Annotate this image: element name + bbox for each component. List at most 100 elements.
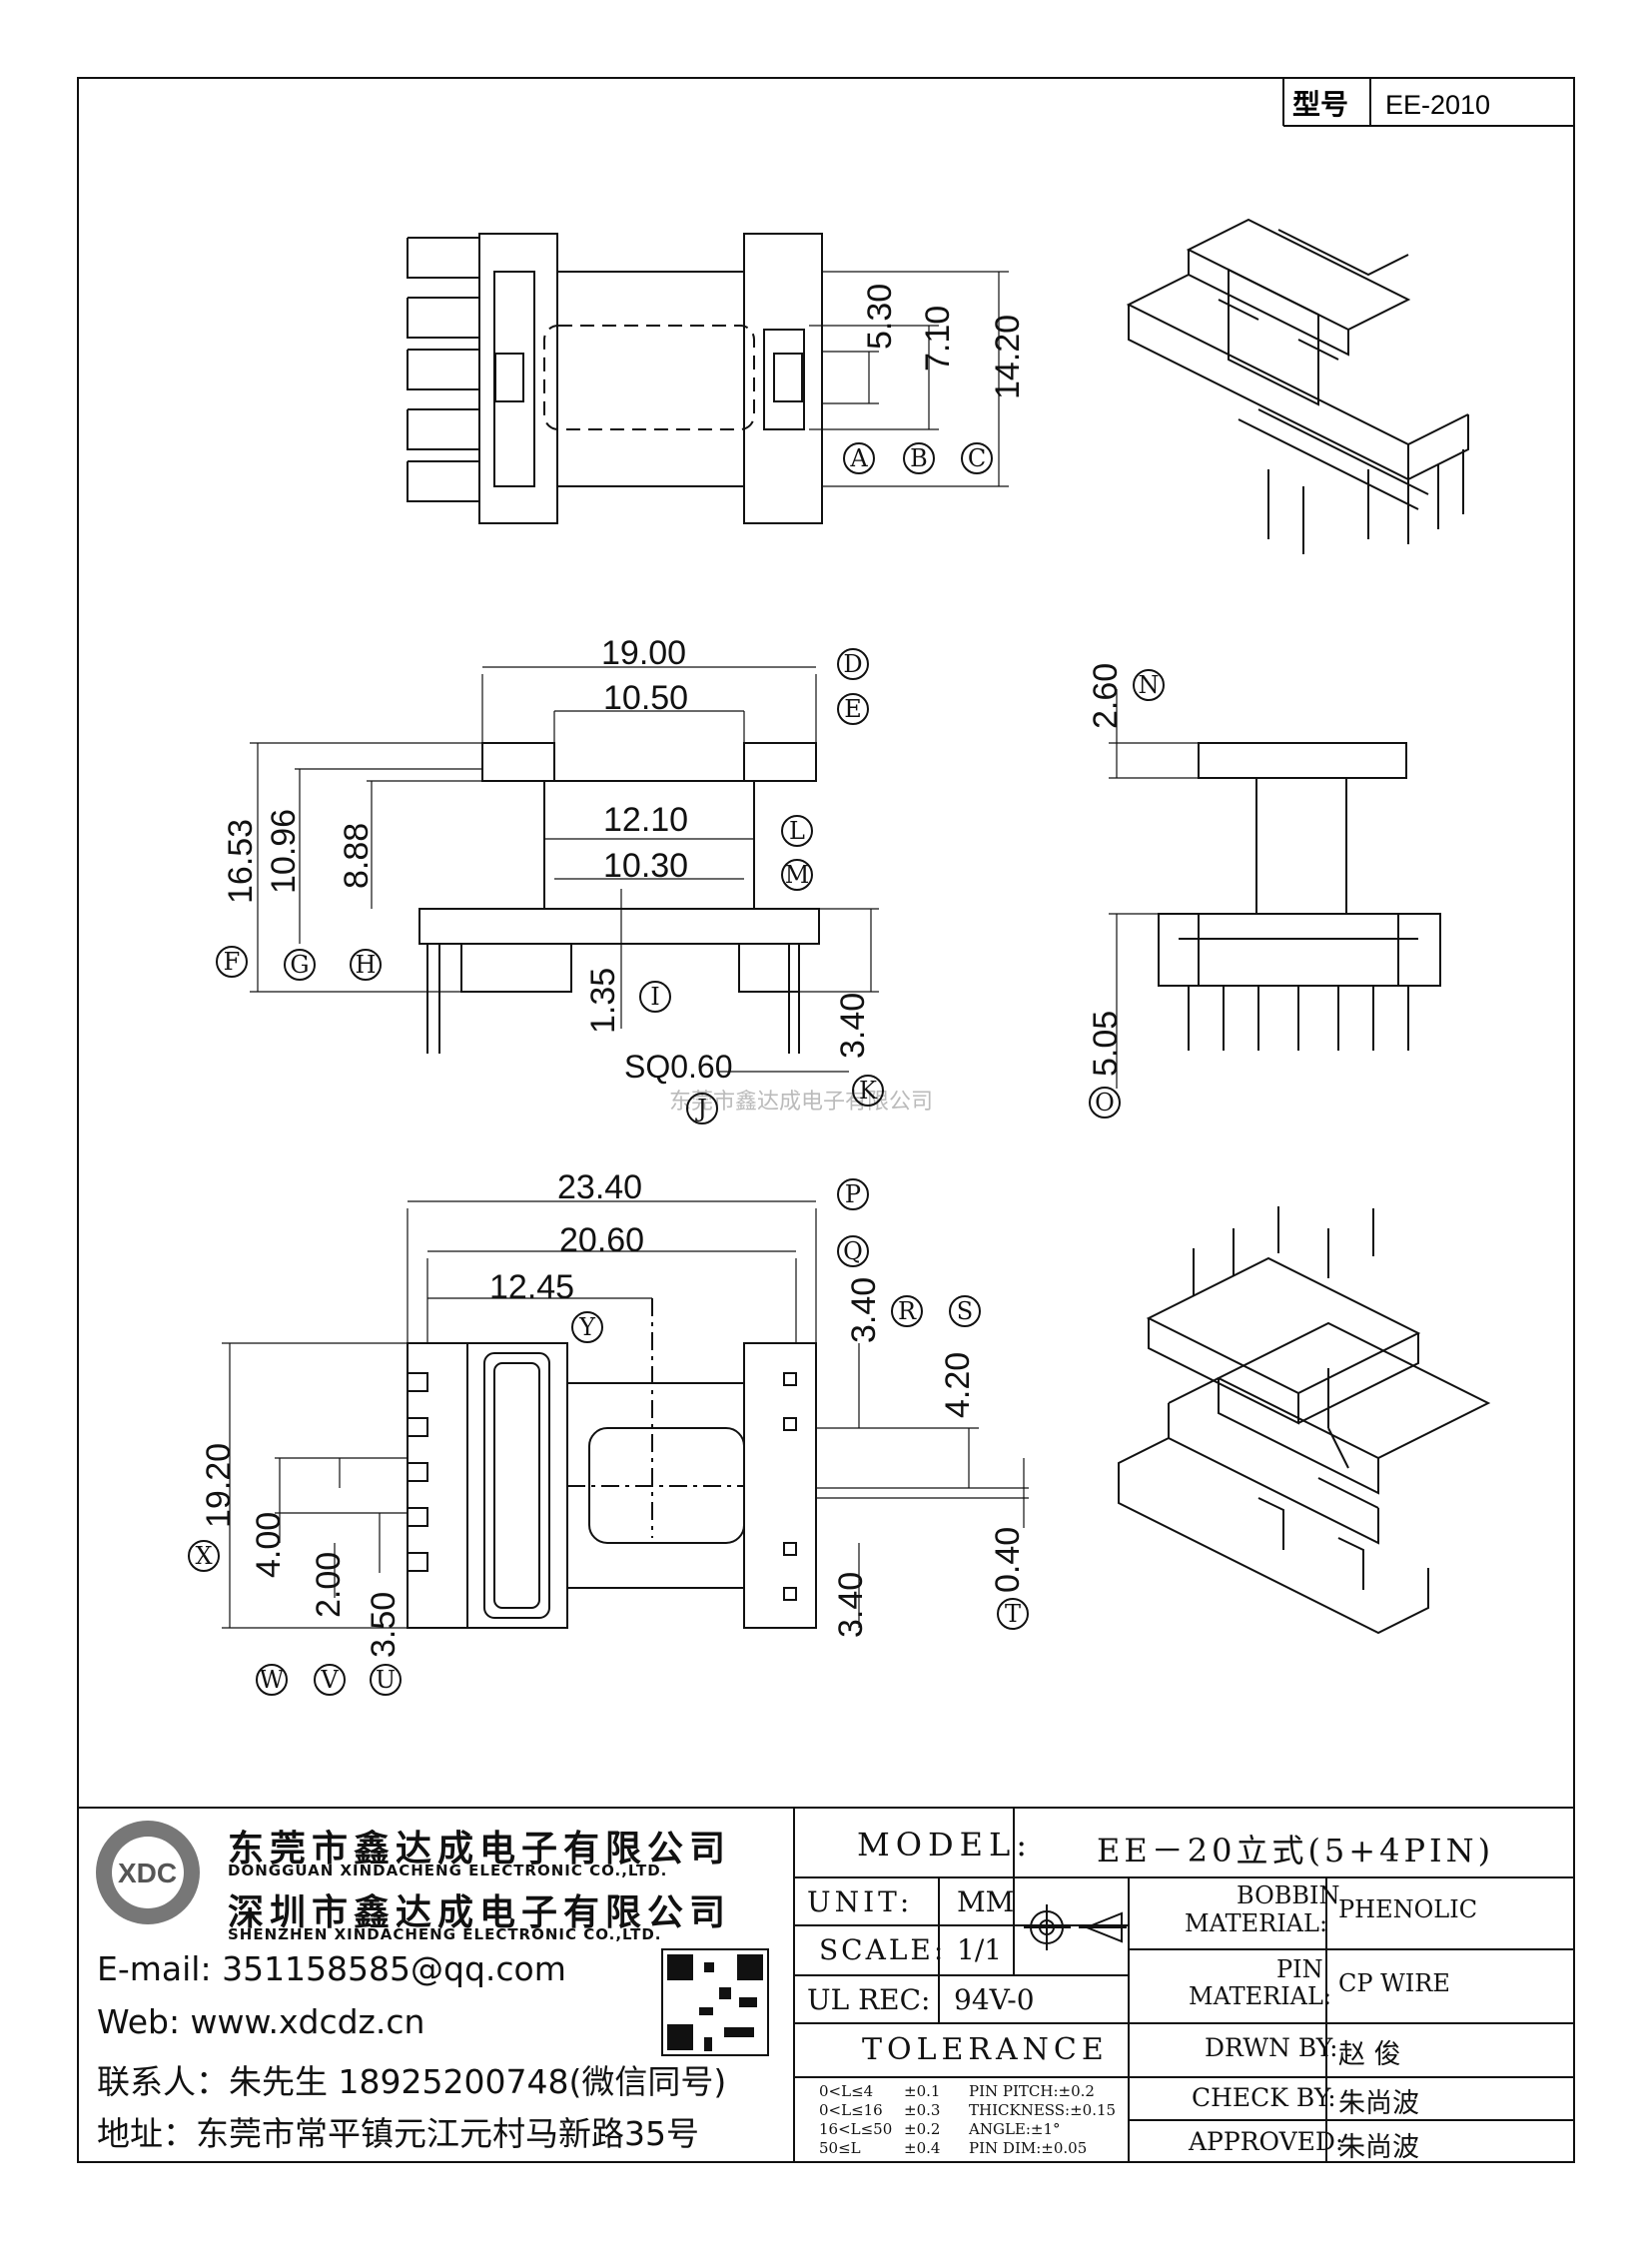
dim-20-60: 20.60 <box>559 1221 645 1259</box>
marker-v: V <box>314 1664 346 1696</box>
scale-value: 1/1 <box>957 1933 1003 1966</box>
tol-note: ANGLE:±1° <box>969 2120 1061 2138</box>
company-address: 地址：东莞市常平镇元江元村马新路35号 <box>97 2114 699 2153</box>
model-value: EE－20立式(5+4PIN) <box>1097 1832 1495 1869</box>
dim-3-50: 3.50 <box>365 1591 403 1658</box>
ulrec-label: UL REC: <box>807 1983 931 2016</box>
pin-label-1: PIN <box>1276 1955 1323 1983</box>
side-view <box>1109 689 1441 1089</box>
tol-value: ±0.1 <box>904 2082 941 2100</box>
model-header-label: 型号 <box>1292 89 1348 120</box>
model-label: MODEL: <box>857 1826 1034 1864</box>
tol-value: ±0.3 <box>904 2101 941 2119</box>
marker-h: H <box>350 949 382 981</box>
tol-note: PIN PITCH:±0.2 <box>969 2082 1095 2100</box>
svg-text:XDC: XDC <box>118 1858 177 1888</box>
dim-4-20: 4.20 <box>939 1351 977 1418</box>
dim-3-40-top: 3.40 <box>845 1276 883 1343</box>
dim-2-00: 2.00 <box>310 1551 348 1618</box>
marker-n: N <box>1133 669 1165 701</box>
tolerance-label: TOLERANCE <box>862 2032 1109 2067</box>
unit-label: UNIT: <box>807 1885 914 1918</box>
scale-label: SCALE: <box>819 1933 947 1966</box>
marker-g: G <box>284 949 316 981</box>
tol-note: THICKNESS:±0.15 <box>969 2101 1117 2119</box>
dim-0-40: 0.40 <box>989 1526 1027 1593</box>
tol-range: 0<L≤16 <box>819 2101 883 2119</box>
qr-code <box>661 1948 769 2056</box>
marker-p: P <box>837 1178 869 1210</box>
company-web: Web: www.xdcdz.cn <box>97 2002 425 2041</box>
marker-y: Y <box>571 1311 603 1343</box>
marker-k: K <box>852 1075 884 1107</box>
drawn-label: DRWN BY: <box>1205 2033 1338 2062</box>
bottom-view <box>222 1200 1029 1629</box>
marker-s: S <box>949 1295 981 1327</box>
dim-sq0-60: SQ0.60 <box>624 1049 733 1085</box>
company-logo: XDC <box>96 1821 200 1924</box>
marker-q: Q <box>837 1235 869 1267</box>
tol-value: ±0.4 <box>904 2139 941 2157</box>
company-name-dongguan-en: DONGGUAN XINDACHENG ELECTRONIC CO.,LTD. <box>228 1862 668 1879</box>
dim-2-60: 2.60 <box>1087 662 1125 729</box>
dim-19-20: 19.20 <box>200 1442 238 1528</box>
marker-j: J <box>686 1093 718 1124</box>
dim-5-30: 5.30 <box>861 283 899 350</box>
dim-1-35: 1.35 <box>584 967 622 1034</box>
dim-5-05: 5.05 <box>1087 1010 1125 1077</box>
company-name-dongguan: 东莞市鑫达成电子有限公司 <box>228 1829 732 1869</box>
marker-a: A <box>843 442 875 474</box>
ulrec-value: 94V-0 <box>954 1983 1035 2016</box>
isometric-view-top <box>1126 218 1469 554</box>
marker-f: F <box>216 946 248 978</box>
marker-c: C <box>961 442 993 474</box>
dim-14-20: 14.20 <box>989 314 1027 399</box>
tol-value: ±0.2 <box>904 2120 941 2138</box>
marker-b: B <box>903 442 935 474</box>
marker-x: X <box>188 1540 220 1572</box>
marker-u: U <box>370 1664 402 1696</box>
top-view <box>407 233 1009 524</box>
pin-label-2: MATERIAL: <box>1189 1982 1332 2010</box>
company-email: E-mail: 351158585@qq.com <box>97 1949 566 1988</box>
approved-value: 朱尚波 <box>1338 2132 1419 2163</box>
check-label: CHECK BY: <box>1192 2083 1336 2112</box>
company-contact: 联系人：朱先生 18925200748(微信同号) <box>97 2062 727 2101</box>
dim-12-10: 12.10 <box>603 801 689 839</box>
marker-o: O <box>1089 1087 1121 1119</box>
isometric-view-bottom <box>1118 1206 1491 1635</box>
dim-7-10: 7.10 <box>919 305 957 372</box>
model-header-value: EE-2010 <box>1385 90 1490 120</box>
tol-note: PIN DIM:±0.05 <box>969 2139 1088 2157</box>
dim-10-30: 10.30 <box>603 847 689 885</box>
dim-3-40-bottom: 3.40 <box>832 1571 870 1638</box>
marker-m: M <box>781 859 813 891</box>
bobbin-label-2: MATERIAL: <box>1185 1909 1328 1937</box>
tol-range: 0<L≤4 <box>819 2082 874 2100</box>
dim-12-45: 12.45 <box>489 1268 575 1306</box>
bobbin-value: PHENOLIC <box>1338 1895 1478 1923</box>
marker-d: D <box>837 648 869 680</box>
front-view <box>250 666 879 1073</box>
sheet-border <box>77 77 1575 2163</box>
tol-range: 16<L≤50 <box>819 2120 893 2138</box>
title-block-grid <box>78 1807 1574 2162</box>
dim-16-53: 16.53 <box>222 818 260 904</box>
tol-range: 50≤L <box>819 2139 861 2157</box>
model-header-box <box>1282 78 1574 127</box>
dim-3-40: 3.40 <box>834 992 872 1059</box>
dim-10-50: 10.50 <box>603 679 689 717</box>
marker-w: W <box>256 1664 288 1696</box>
marker-i: I <box>639 981 671 1013</box>
marker-r: R <box>891 1295 923 1327</box>
projection-symbol-icon <box>1024 1904 1127 1950</box>
drawn-value: 赵 俊 <box>1338 2039 1401 2070</box>
approved-label: APPROVED: <box>1189 2127 1344 2156</box>
check-value: 朱尚波 <box>1338 2088 1419 2119</box>
pin-value: CP WIRE <box>1338 1969 1450 1997</box>
dim-23-40: 23.40 <box>557 1168 643 1206</box>
unit-value: MM <box>957 1885 1015 1918</box>
dim-4-00: 4.00 <box>250 1511 288 1578</box>
company-name-shenzhen-en: SHENZHEN XINDACHENG ELECTRONIC CO.,LTD. <box>228 1925 662 1943</box>
company-name-shenzhen: 深圳市鑫达成电子有限公司 <box>228 1892 732 1933</box>
